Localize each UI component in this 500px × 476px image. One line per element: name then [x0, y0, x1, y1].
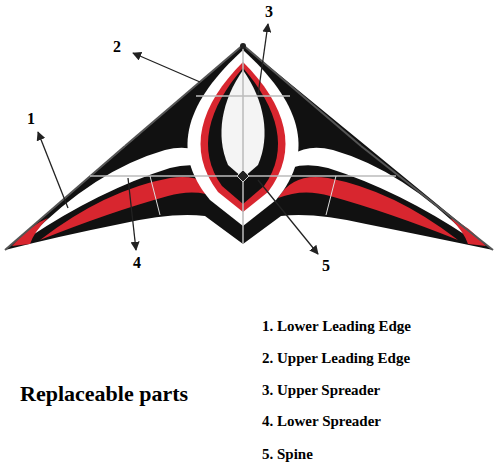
sail-red-tip-left — [12, 218, 48, 246]
lower-leading-edge-left — [5, 146, 125, 250]
part-name: 3. Upper Spreader — [262, 382, 380, 399]
spine-connector — [237, 170, 249, 182]
sail-red-right — [278, 177, 458, 240]
callout-number: 1 — [27, 110, 35, 128]
sail-red-left — [40, 177, 220, 240]
callout-number: 2 — [113, 38, 121, 56]
spine — [242, 45, 244, 244]
section-heading: Replaceable parts — [20, 382, 188, 406]
sail-red-tip-right — [450, 218, 486, 246]
leader-line — [38, 132, 68, 208]
part-name: 1. Lower Leading Edge — [262, 318, 411, 335]
part-name: 2. Upper Leading Edge — [262, 350, 410, 367]
callout-number: 3 — [265, 3, 273, 21]
sail — [5, 45, 493, 250]
part-name: 4. Lower Spreader — [262, 413, 381, 430]
standoff — [150, 176, 160, 215]
leader-line — [258, 180, 318, 254]
part-name: 5. Spine — [262, 446, 313, 463]
leader-line — [133, 53, 200, 82]
callout-number: 4 — [133, 254, 141, 272]
callout-number: 5 — [322, 257, 330, 275]
leader-line — [258, 24, 268, 95]
leader-line — [128, 178, 136, 250]
standoff — [326, 176, 336, 215]
nose — [240, 43, 246, 49]
lower-leading-edge-right — [361, 146, 493, 250]
